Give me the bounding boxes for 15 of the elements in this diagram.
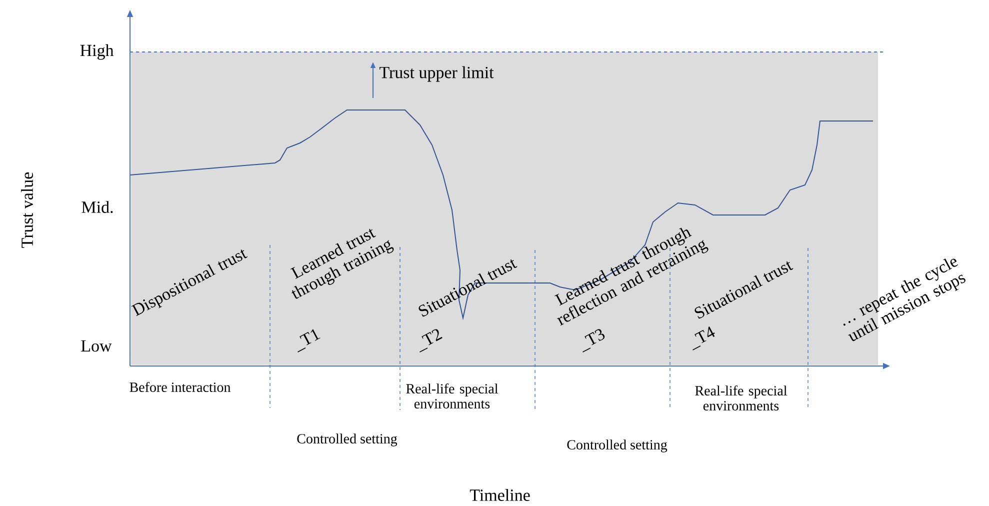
setting-label: Controlled setting [567,440,668,452]
time-marker: _T2 [420,329,442,352]
annotation-text: Trust upper limit [380,66,494,82]
time-marker: _T1 [298,329,320,352]
axis-tick-label: Low [81,340,112,352]
setting-label: Before interaction [130,382,231,392]
setting-label: Real-life special environments [695,385,787,410]
time-marker: _T4 [692,326,715,350]
setting-label: Real-life special environments [406,383,498,408]
axis-title: Trust value [21,172,33,248]
setting-label: Controlled setting [297,434,398,446]
axis-tick-label: High [80,44,114,60]
axis-title: Timeline [470,489,530,501]
time-marker: _T3 [582,329,605,352]
axis-tick-label: Mid. [82,200,113,213]
